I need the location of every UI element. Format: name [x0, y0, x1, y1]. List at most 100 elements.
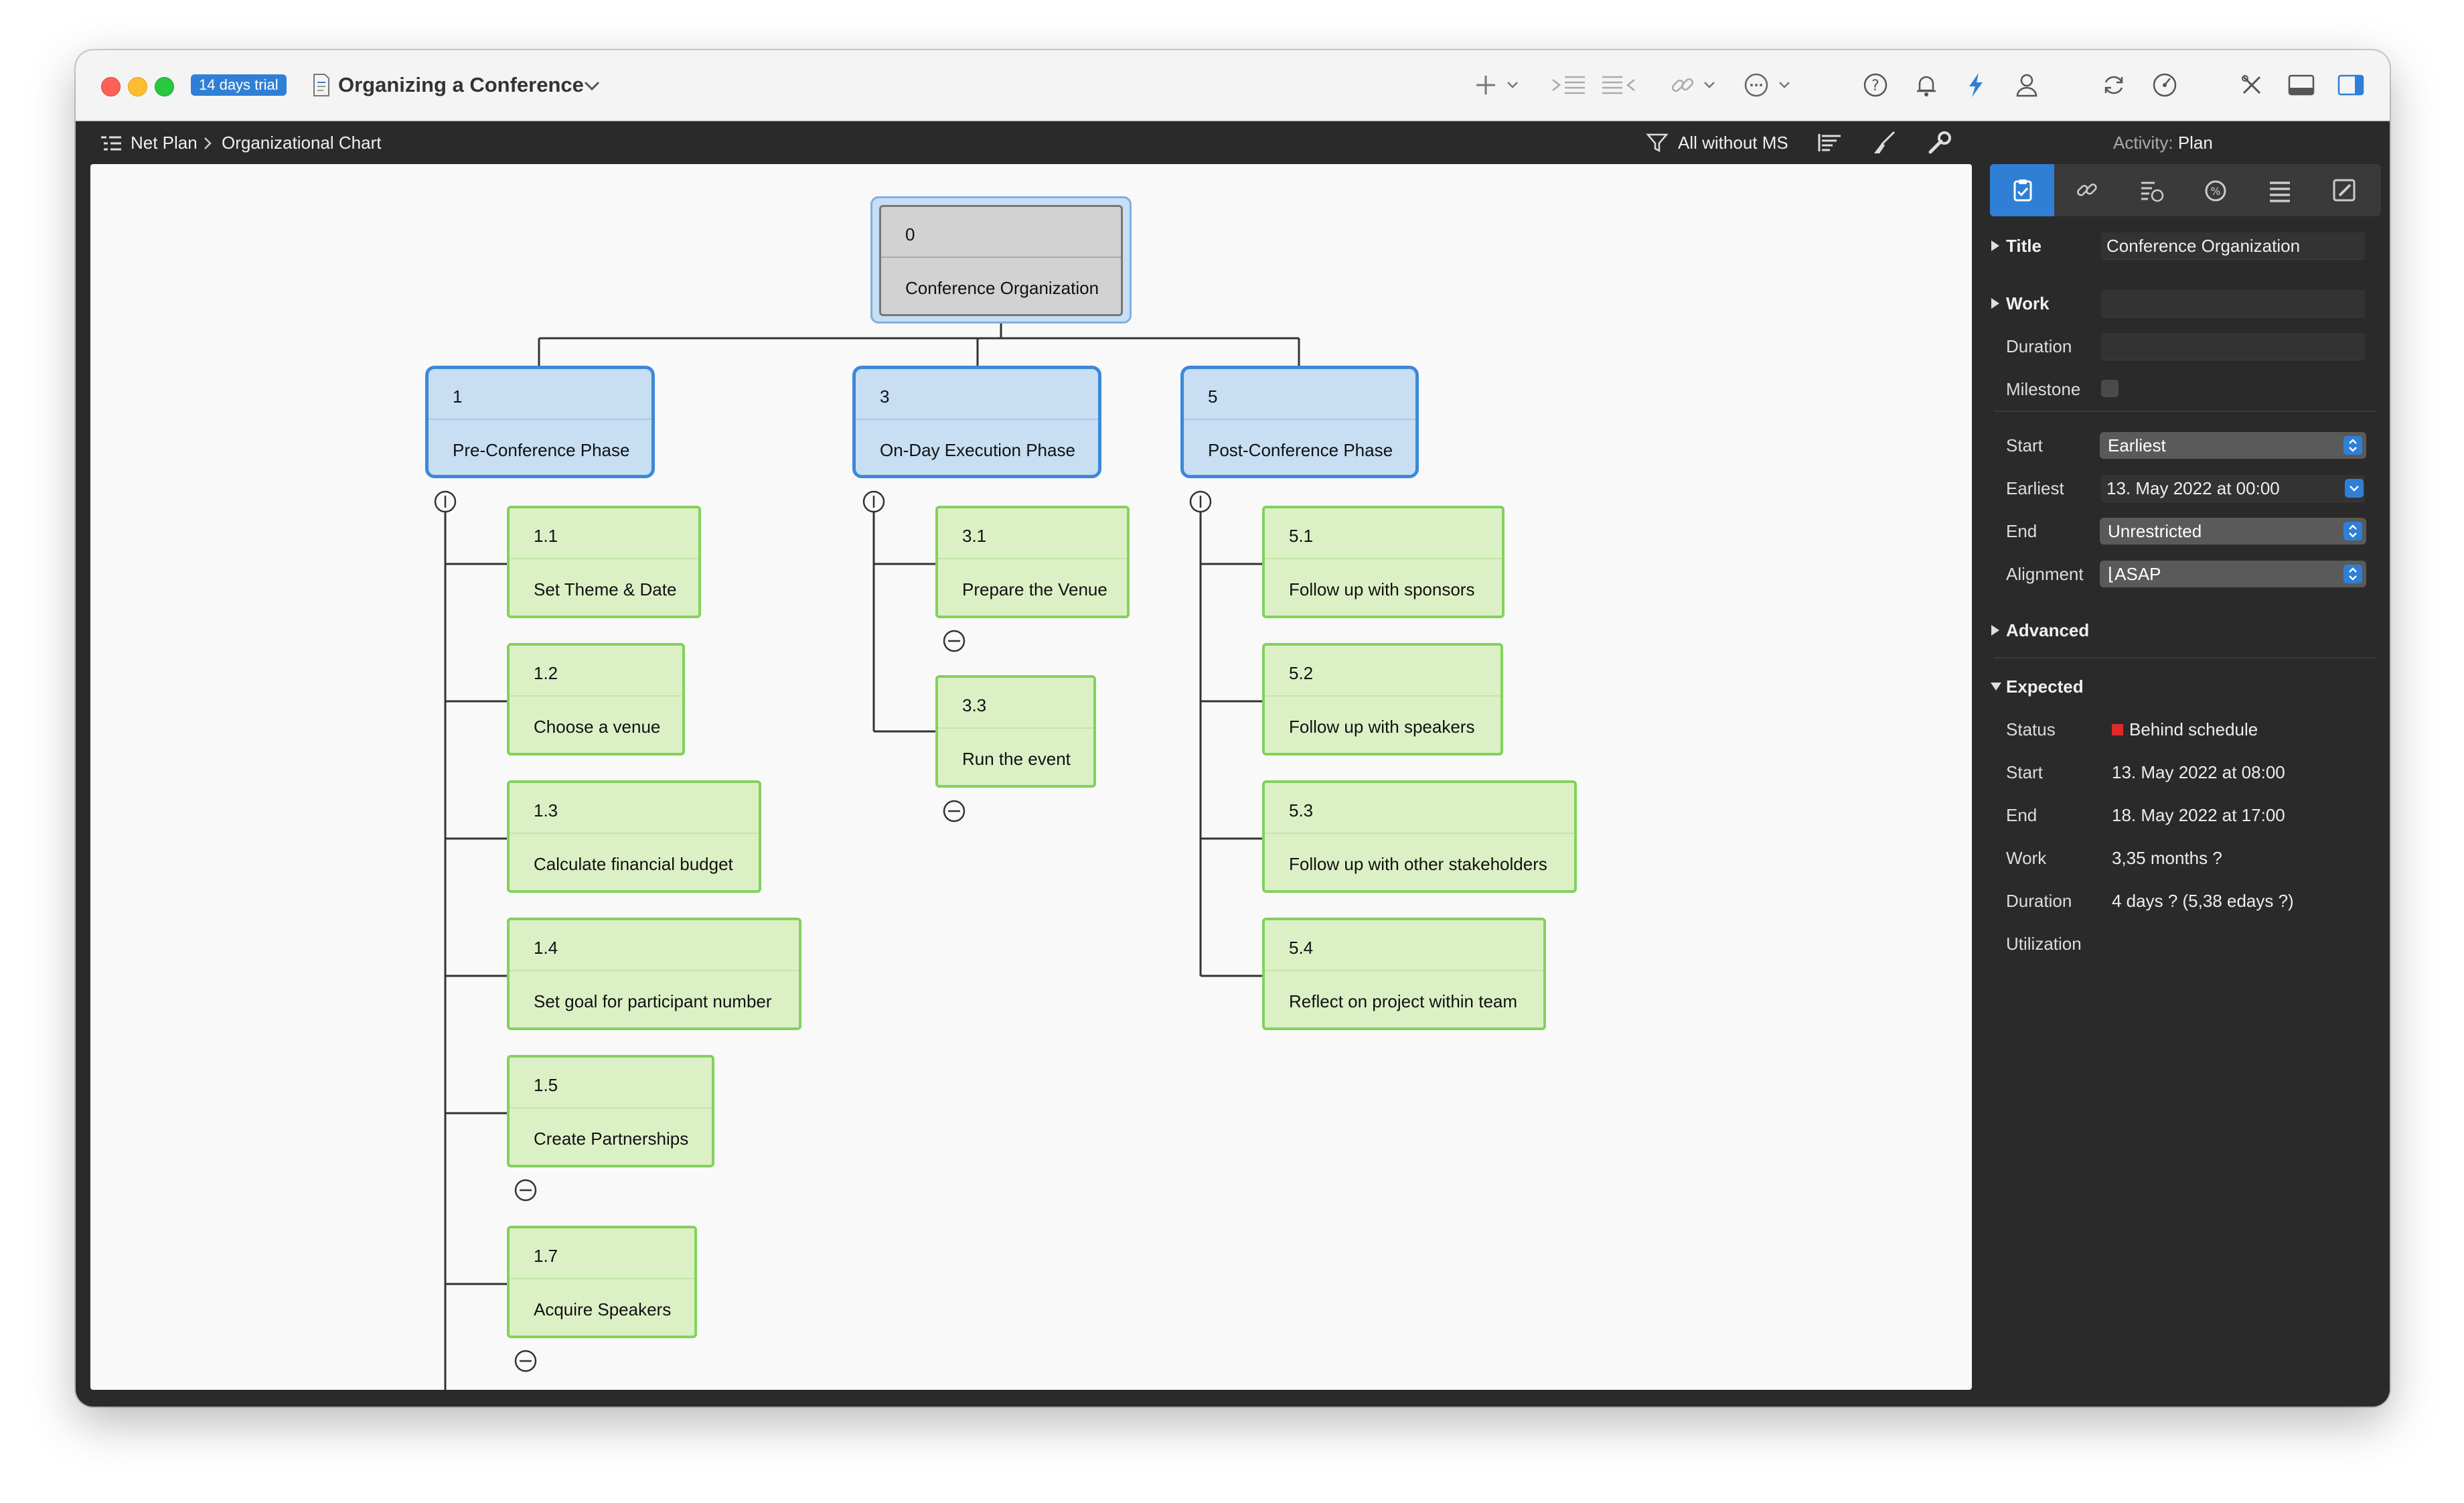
disclosure-triangle-icon[interactable] [1990, 624, 2001, 636]
earliest-date-field[interactable]: 13. May 2022 at 00:00 [2101, 475, 2365, 502]
expected-work-row: Work 3,35 months ? [1981, 842, 2390, 874]
duration-label: Duration [2006, 336, 2072, 356]
phase-node[interactable]: 5 Post-Conference Phase [1180, 366, 1419, 478]
node-label: On-Day Execution Phase [880, 440, 1075, 460]
task-node[interactable]: 1.2 Choose a venue [507, 643, 685, 756]
advanced-row[interactable]: Advanced [1981, 614, 2390, 646]
link-icon[interactable] [1668, 70, 1697, 100]
tab-progress[interactable]: % [2183, 164, 2247, 216]
disclosure-triangle-icon[interactable] [1990, 240, 2001, 252]
work-field[interactable] [2101, 290, 2365, 317]
activity-label: Activity: [2113, 133, 2173, 153]
phase-node[interactable]: 3 On-Day Execution Phase [852, 366, 1101, 478]
chevron-down-icon[interactable] [582, 76, 602, 96]
task-node[interactable]: 5.2 Follow up with speakers [1262, 643, 1503, 756]
node-label: Acquire Speakers [534, 1299, 672, 1319]
tab-list[interactable] [2247, 164, 2311, 216]
milestone-checkbox[interactable] [2101, 380, 2119, 397]
expected-label: Expected [2006, 676, 2084, 697]
alignment-select[interactable]: ⌊ASAP [2100, 561, 2366, 587]
add-icon[interactable] [1471, 70, 1500, 100]
tab-general[interactable] [1990, 164, 2054, 216]
more-icon[interactable] [1742, 70, 1771, 100]
collapse-toggle-icon[interactable] [862, 490, 886, 514]
bell-icon[interactable] [1912, 70, 1941, 100]
task-node[interactable]: 5.3 Follow up with other stakeholders [1262, 780, 1577, 893]
node-number: 1.2 [534, 663, 558, 683]
start-label: Start [2006, 435, 2043, 455]
expected-end-value: 18. May 2022 at 17:00 [2112, 805, 2285, 825]
task-node[interactable]: 5.1 Follow up with sponsors [1262, 506, 1505, 618]
zoom-window-button[interactable] [155, 77, 174, 96]
task-node[interactable]: 3.1 Prepare the Venue [935, 506, 1130, 618]
node-label: Follow up with speakers [1289, 717, 1475, 737]
task-node[interactable]: 1.7 Acquire Speakers [507, 1226, 697, 1338]
task-node[interactable]: 5.4 Reflect on project within team [1262, 918, 1546, 1030]
tools-icon[interactable] [2237, 70, 2266, 100]
close-window-button[interactable] [101, 77, 121, 96]
trial-badge[interactable]: 14 days trial [191, 74, 287, 96]
root-node[interactable]: 0 Conference Organization [879, 205, 1123, 316]
connector-lines [444, 318, 1300, 1390]
task-node[interactable]: 1.1 Set Theme & Date [507, 506, 701, 618]
disclosure-triangle-open-icon[interactable] [1990, 681, 2002, 692]
collapse-toggle-icon[interactable] [514, 1178, 538, 1202]
task-node[interactable]: 1.5 Create Partnerships [507, 1055, 714, 1167]
title-row: Title Conference Organization [1981, 230, 2390, 262]
outdent-icon[interactable] [1600, 70, 1637, 100]
tab-links[interactable] [2054, 164, 2119, 216]
chevron-down-icon[interactable] [1776, 70, 1792, 100]
earliest-row: Earliest 13. May 2022 at 00:00 [1981, 472, 2390, 504]
filter-icon[interactable] [1645, 131, 1669, 155]
breadcrumb-organizational-chart[interactable]: Organizational Chart [222, 133, 382, 153]
outline-icon[interactable] [100, 133, 123, 153]
task-node[interactable]: 3.3 Run the event [935, 675, 1096, 788]
collapse-toggle-icon[interactable] [433, 490, 457, 514]
task-node[interactable]: 1.3 Calculate financial budget [507, 780, 761, 893]
document-icon [313, 74, 329, 96]
dashboard-icon[interactable] [2150, 70, 2179, 100]
collapse-toggle-icon[interactable] [1188, 490, 1213, 514]
filter-label[interactable]: All without MS [1678, 133, 1788, 153]
expected-row[interactable]: Expected [1981, 670, 2390, 703]
document-title[interactable]: Organizing a Conference [338, 73, 584, 96]
collapse-toggle-icon[interactable] [942, 629, 966, 653]
expected-duration-label: Duration [2006, 891, 2072, 911]
user-icon[interactable] [2012, 70, 2042, 100]
lightning-icon[interactable] [1961, 70, 1991, 100]
tab-resources[interactable] [2119, 164, 2183, 216]
brush-icon[interactable] [1871, 129, 1898, 156]
node-label: Reflect on project within team [1289, 991, 1518, 1011]
status-indicator-icon [2112, 724, 2123, 735]
node-divider [510, 970, 799, 971]
minimize-window-button[interactable] [128, 77, 147, 96]
title-field[interactable]: Conference Organization [2101, 232, 2365, 260]
collapse-toggle-icon[interactable] [942, 799, 966, 823]
collapse-toggle-icon[interactable] [514, 1349, 538, 1373]
root-node-selection[interactable]: 0 Conference Organization [870, 196, 1132, 324]
right-panel-icon[interactable] [2336, 70, 2366, 100]
bottom-panel-icon[interactable] [2287, 70, 2316, 100]
clipboard-icon [2013, 180, 2032, 202]
disclosure-triangle-icon[interactable] [1990, 297, 2001, 309]
phase-node[interactable]: 1 Pre-Conference Phase [425, 366, 655, 478]
node-number: 1 [453, 386, 463, 407]
wrench-icon[interactable] [1926, 129, 1953, 156]
refresh-icon[interactable] [2099, 70, 2129, 100]
layout-icon[interactable] [1817, 131, 1843, 154]
duration-field[interactable] [2101, 333, 2365, 360]
chevron-down-icon[interactable] [1505, 70, 1521, 100]
end-select[interactable]: Unrestricted [2100, 518, 2366, 545]
tab-notes[interactable] [2311, 164, 2376, 216]
chevron-down-icon[interactable] [2345, 479, 2364, 498]
alignment-label: Alignment [2006, 564, 2084, 584]
expected-start-row: Start 13. May 2022 at 08:00 [1981, 756, 2390, 788]
task-node[interactable]: 1.4 Set goal for participant number [507, 918, 801, 1030]
indent-icon[interactable] [1550, 70, 1588, 100]
progress-icon: % [2205, 180, 2226, 202]
help-icon[interactable]: ? [1861, 70, 1890, 100]
breadcrumb-net-plan[interactable]: Net Plan [131, 133, 198, 153]
org-chart-canvas[interactable]: 0 Conference Organization 1 Pre-Conferen… [90, 164, 1972, 1390]
start-select[interactable]: Earliest [2100, 432, 2366, 459]
chevron-down-icon[interactable] [1701, 70, 1717, 100]
